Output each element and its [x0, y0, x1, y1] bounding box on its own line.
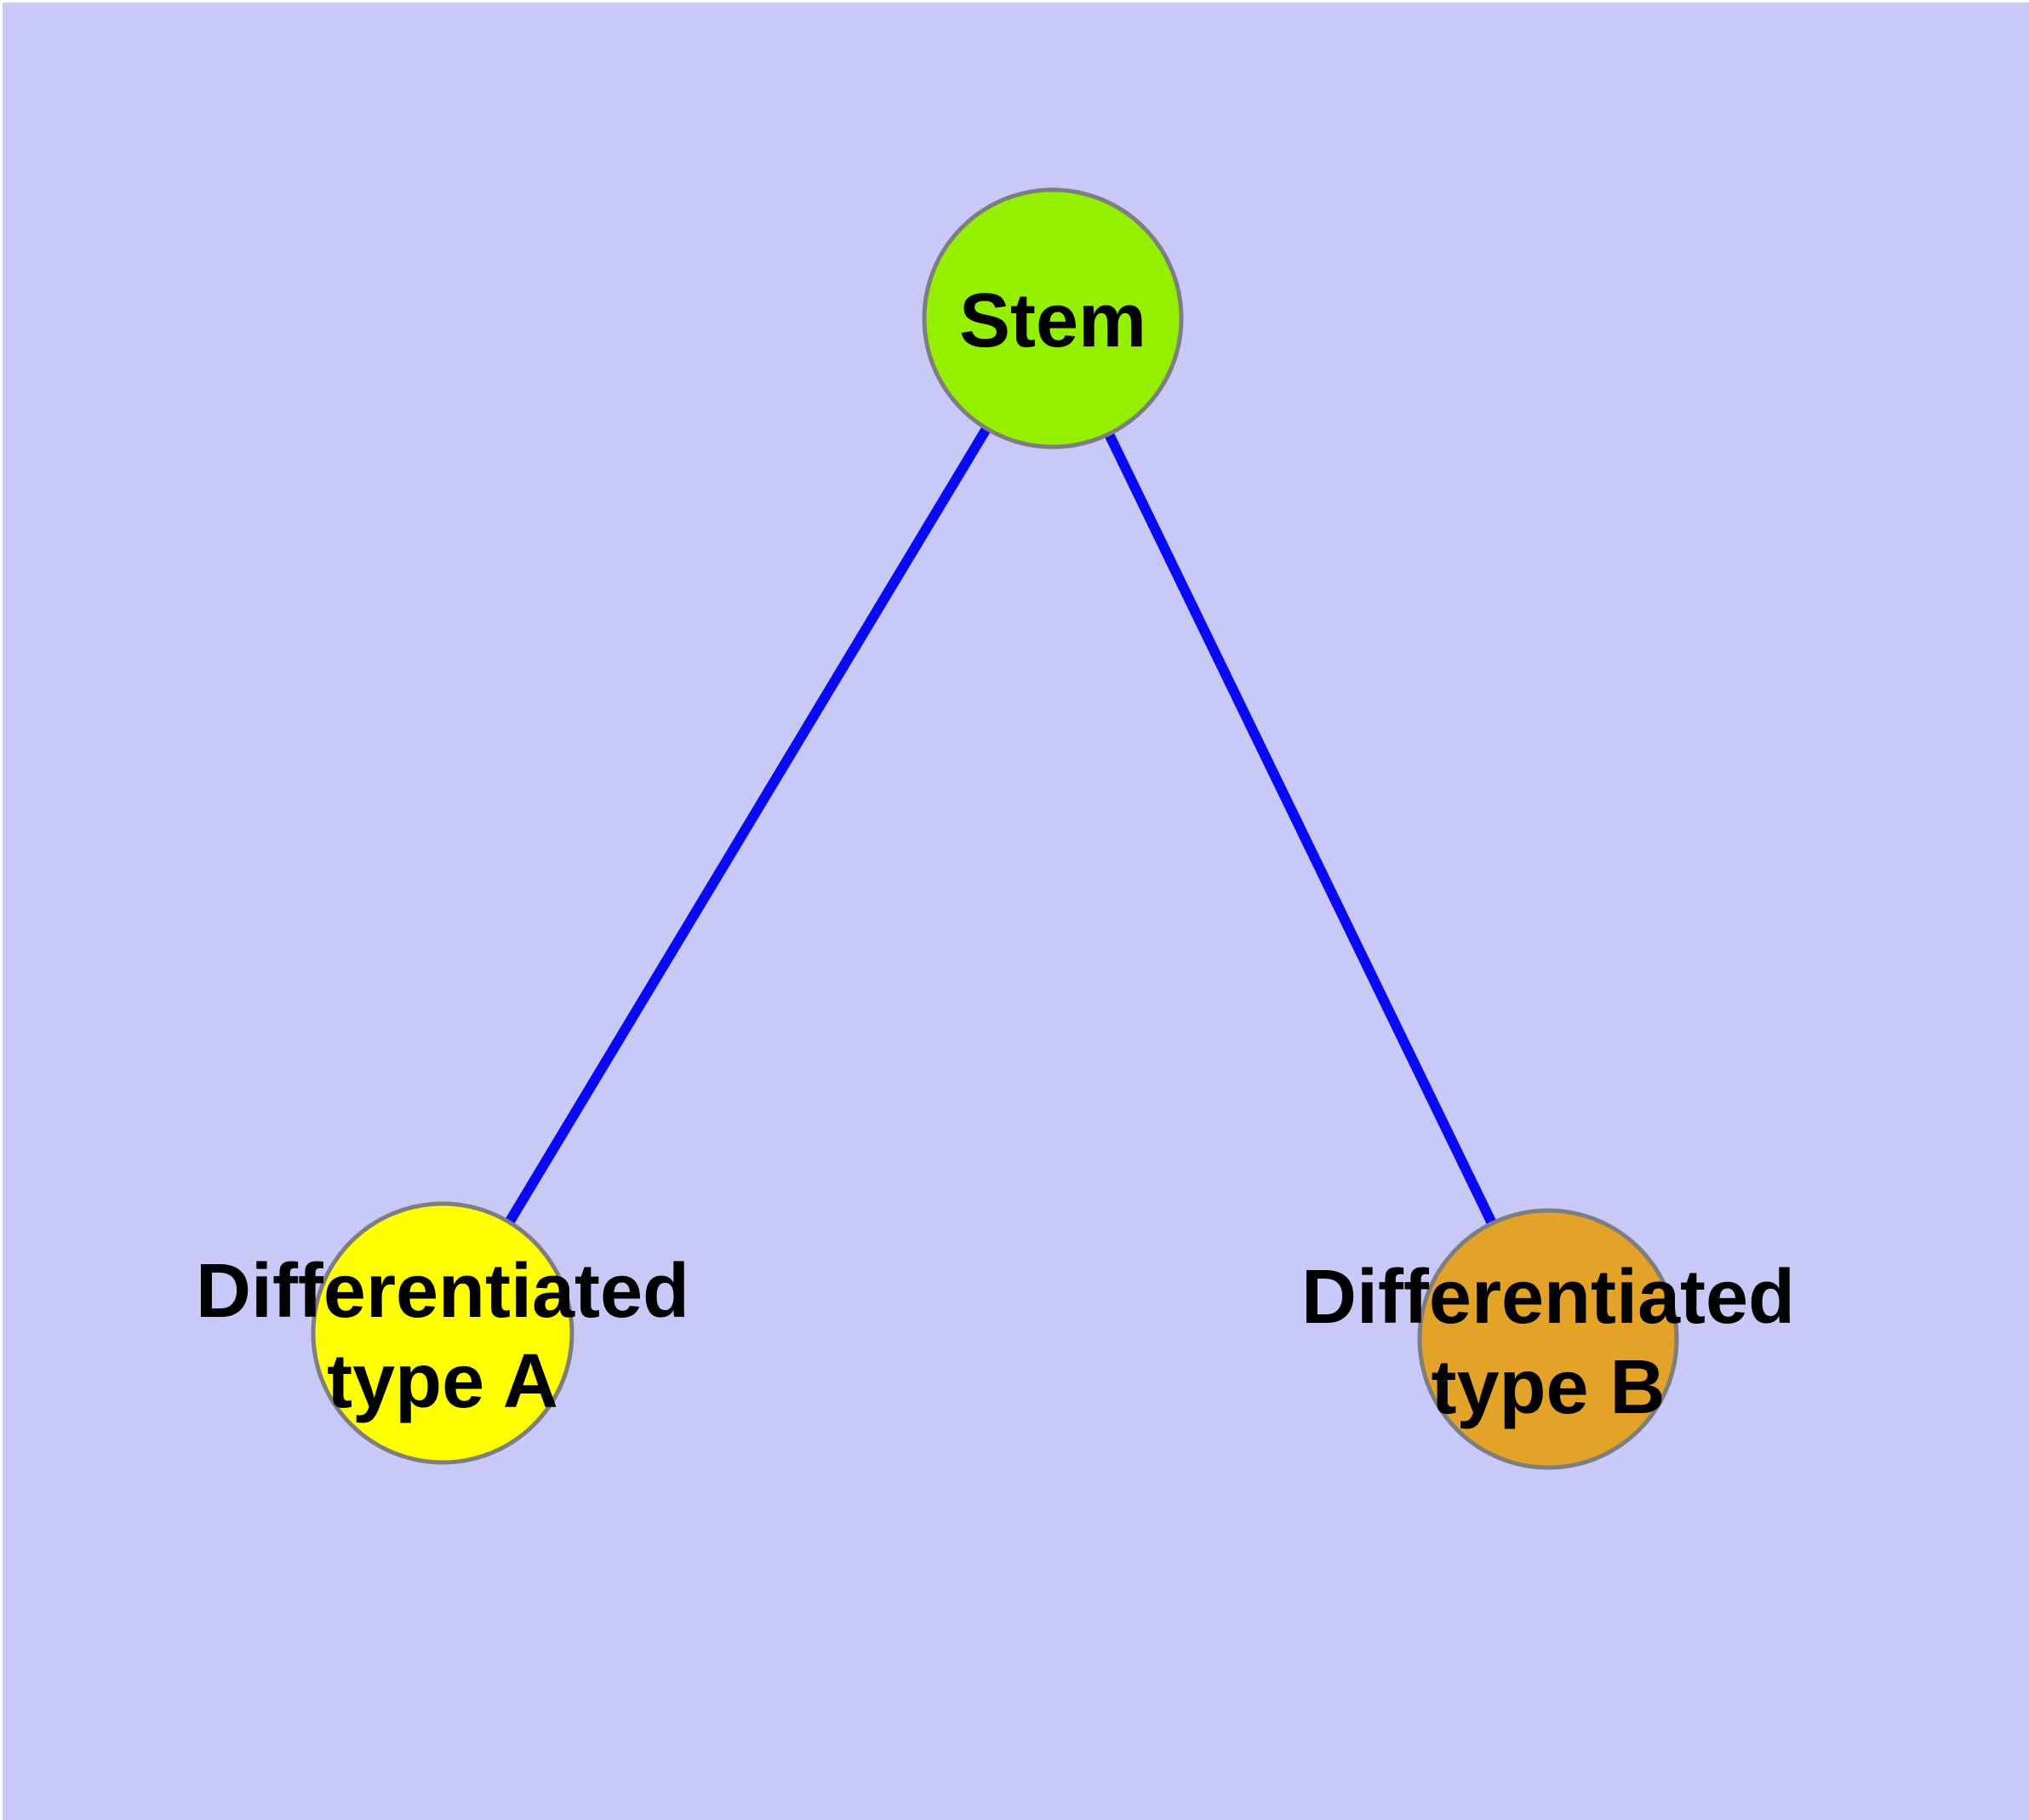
node-stem-circle[interactable]	[922, 187, 1184, 449]
node-type-b-label-line1: Differentiated	[1301, 1255, 1795, 1340]
edge-stem-to-type-a	[437, 315, 1058, 1336]
edge-stem-to-type-b	[1048, 316, 1553, 1342]
node-type-b-label-line2: type B	[1431, 1345, 1665, 1430]
node-type-a-label-line2: type A	[327, 1339, 558, 1424]
node-type-a-label-line1: Differentiated	[196, 1249, 689, 1334]
node-type-b-circle[interactable]	[1417, 1208, 1679, 1470]
node-stem-label: Stem	[959, 278, 1146, 363]
node-type-a-circle[interactable]	[311, 1201, 574, 1465]
